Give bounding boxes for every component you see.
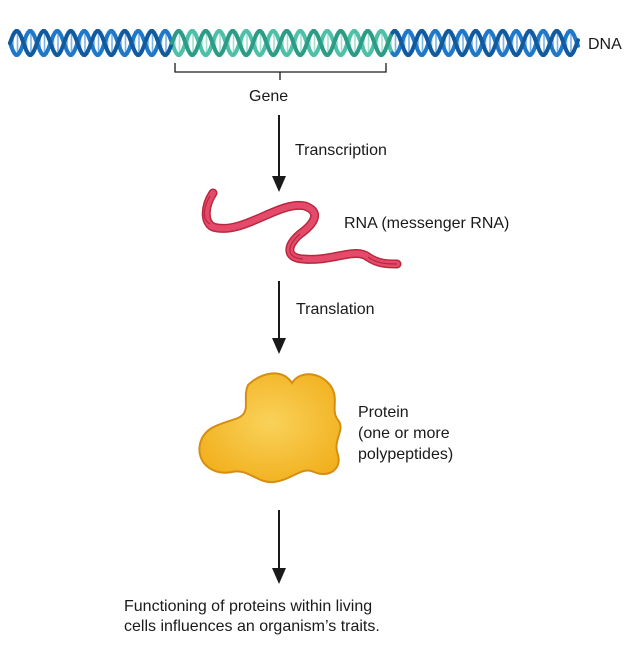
protein-label: Protein (one or more polypeptides) <box>358 402 453 465</box>
gene-label: Gene <box>249 88 289 105</box>
translation-arrow <box>272 281 286 354</box>
transcription-arrow <box>272 115 286 192</box>
protein-label-line-1: Protein <box>358 404 409 421</box>
rna-ribbon-icon <box>201 188 402 269</box>
protein-label-line-3: polypeptides) <box>358 446 454 463</box>
dna-label: DNA <box>588 36 622 53</box>
result-label-line-2: cells influences an organism’s traits. <box>124 618 380 635</box>
rna-label: RNA (messenger RNA) <box>344 215 510 232</box>
dna-strands <box>8 29 580 57</box>
dna-strand-segment <box>575 38 580 45</box>
function-arrow <box>272 510 286 584</box>
translation-label: Translation <box>296 301 375 318</box>
gene-bracket <box>174 63 387 80</box>
result-label-line-1: Functioning of proteins within living <box>124 598 373 615</box>
result-label: Functioning of proteins within living ce… <box>124 596 380 636</box>
protein-blob-icon <box>198 372 342 484</box>
transcription-label: Transcription <box>295 142 387 159</box>
protein-label-line-2: (one or more <box>358 425 450 442</box>
dna-helix-icon <box>8 29 580 57</box>
